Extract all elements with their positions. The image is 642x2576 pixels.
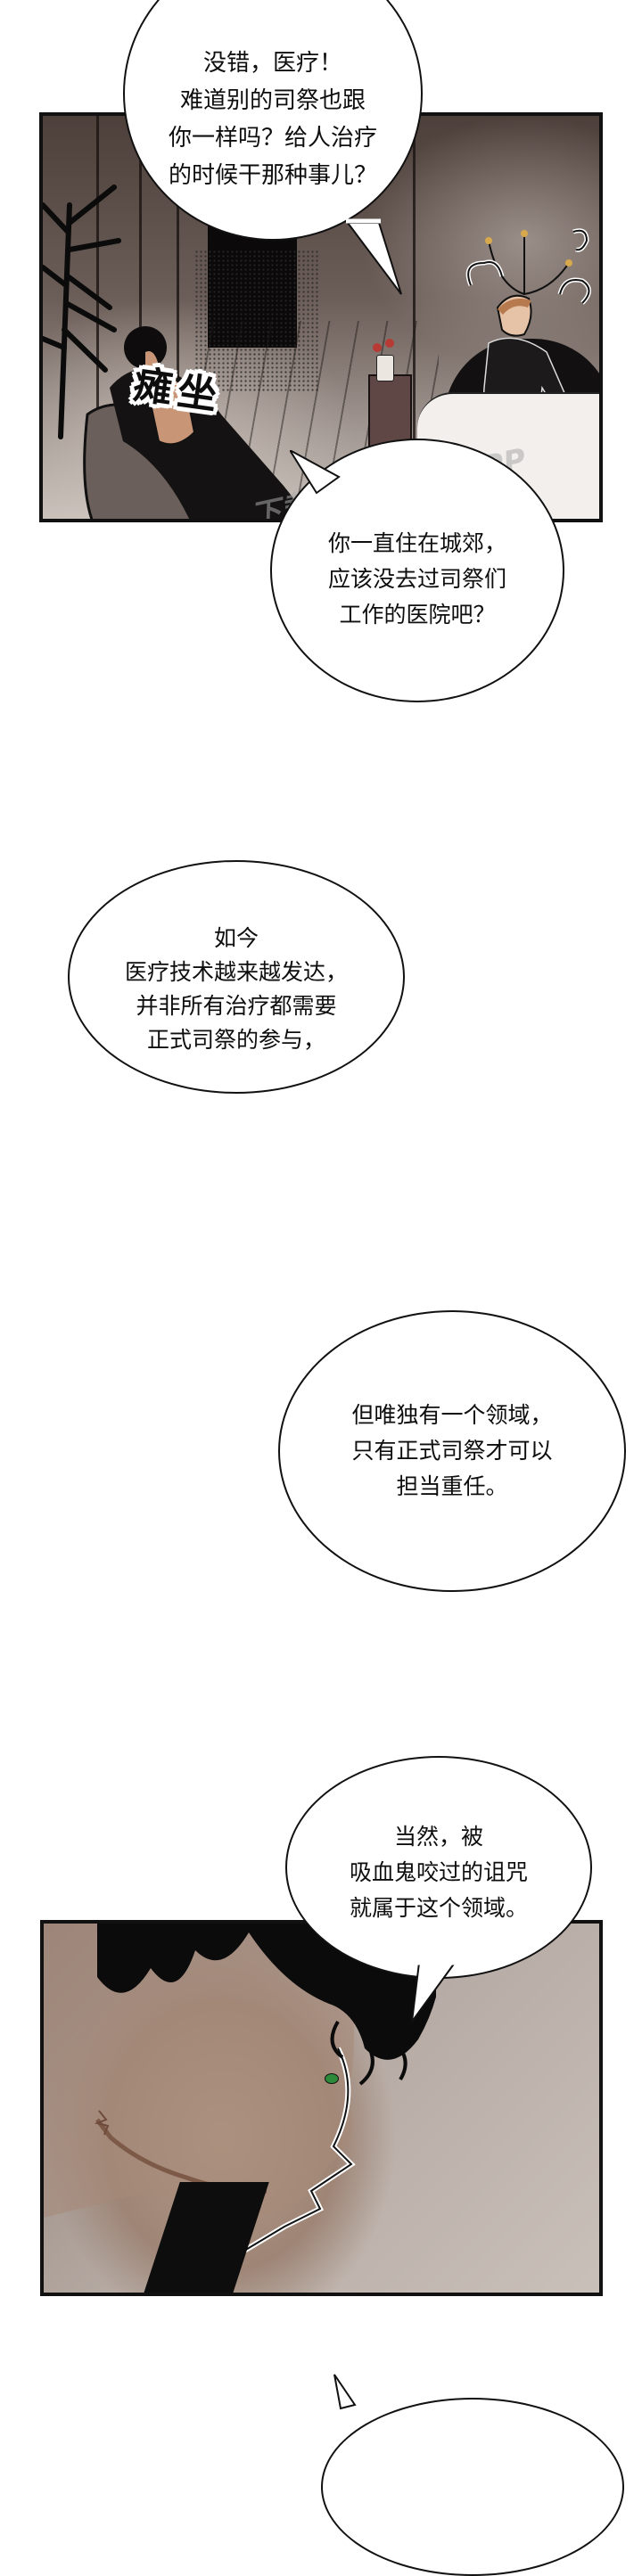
- speech-bubble: 当然，被 吸血鬼咬过的诅咒 就属于这个领域。: [285, 1756, 592, 1979]
- speech-bubble: 但唯独有一个领域， 只有正式司祭才可以 担当重任。: [278, 1310, 626, 1592]
- sound-effect-text: 瘫坐: [130, 362, 226, 420]
- speech-bubble-partial: [321, 2398, 624, 2576]
- dialogue-text: 你一直住在城郊， 应该没去过司祭们 工作的医院吧？: [327, 530, 506, 628]
- potted-plant-illustration: [43, 185, 121, 439]
- speech-bubble: 如今 医疗技术越来越发达， 并非所有治疗都需要 正式司祭的参与，: [68, 860, 405, 1094]
- chandelier-and-anger-symbols: [465, 228, 591, 305]
- speech-bubble-tail: [333, 2374, 357, 2410]
- wall-molding: [413, 116, 416, 519]
- flower-vase: [376, 355, 394, 381]
- wall-molding: [177, 116, 179, 519]
- man-slumped-in-chair-illustration: [83, 326, 310, 519]
- speech-bubble-tail: [290, 450, 341, 495]
- dialogue-text: 如今 医疗技术越来越发达， 并非所有治疗都需要 正式司祭的参与，: [124, 925, 348, 1053]
- speech-bubble-tail: [410, 1961, 457, 2023]
- dialogue-text: 但唯独有一个领域， 只有正式司祭才可以 担当重任。: [351, 1402, 553, 1499]
- wall-molding: [139, 116, 142, 519]
- speech-bubble: 没错，医疗！ 难道别的司祭也跟 你一样吗？给人治疗 的时候干那种事儿？: [123, 0, 423, 241]
- dialogue-text: 没错，医疗！ 难道别的司祭也跟 你一样吗？给人治疗 的时候干那种事儿？: [168, 50, 377, 189]
- wall-molding: [96, 116, 99, 519]
- red-flower: [373, 343, 382, 352]
- speech-bubble-tail: [346, 218, 402, 295]
- comic-panel-closeup: [40, 1920, 603, 2296]
- red-flower: [385, 339, 394, 348]
- green-eye: [325, 2073, 339, 2084]
- dialogue-text: 当然，被 吸血鬼咬过的诅咒 就属于这个领域。: [349, 1824, 528, 1921]
- screentone-shadow: [194, 250, 319, 392]
